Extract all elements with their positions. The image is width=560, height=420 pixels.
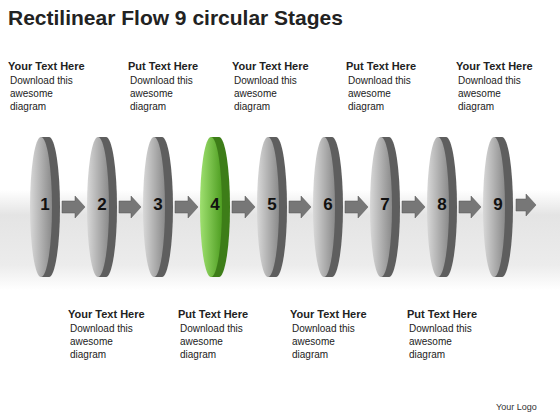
callout-body: Download this awesome diagram bbox=[180, 322, 252, 361]
callout-body: Download this awesome diagram bbox=[458, 74, 530, 113]
stage-disc: 2 bbox=[85, 135, 119, 279]
flow-arrow bbox=[175, 196, 198, 218]
stage-disc: 4 bbox=[198, 135, 232, 279]
stage-disc: 8 bbox=[425, 135, 459, 279]
diagram-title: Rectilinear Flow 9 circular Stages bbox=[8, 6, 343, 30]
callout-body: Download this awesome diagram bbox=[234, 74, 306, 113]
stage-disc: 1 bbox=[28, 135, 62, 279]
callout-heading: Your Text Here bbox=[232, 60, 309, 72]
callout-body: Download this awesome diagram bbox=[348, 74, 420, 113]
callout-heading: Your Text Here bbox=[290, 308, 367, 320]
callout-heading: Put Text Here bbox=[128, 60, 198, 72]
callout-body: Download this awesome diagram bbox=[10, 74, 82, 113]
flow-arrow bbox=[62, 196, 85, 218]
stage-number: 4 bbox=[198, 195, 232, 215]
callout-body: Download this awesome diagram bbox=[70, 322, 142, 361]
flow-arrow bbox=[119, 196, 141, 218]
callout-heading: Your Text Here bbox=[68, 308, 145, 320]
stage-disc: 9 bbox=[481, 135, 515, 279]
callout-body: Download this awesome diagram bbox=[409, 322, 481, 361]
stage-number: 8 bbox=[425, 195, 459, 215]
stage-disc: 3 bbox=[141, 135, 175, 279]
flow-arrow bbox=[402, 196, 425, 218]
stage-disc: 5 bbox=[255, 135, 289, 279]
flow-arrow bbox=[232, 196, 255, 218]
stage-disc: 7 bbox=[368, 135, 402, 279]
callout-body: Download this awesome diagram bbox=[292, 322, 364, 361]
flow-arrow bbox=[289, 196, 311, 218]
callout-heading: Put Text Here bbox=[346, 60, 416, 72]
logo-text: Your Logo bbox=[496, 402, 537, 412]
stage-number: 1 bbox=[28, 195, 62, 215]
stage-number: 3 bbox=[141, 195, 175, 215]
callout-heading: Put Text Here bbox=[407, 308, 477, 320]
stage-number: 5 bbox=[255, 195, 289, 215]
stage-number: 9 bbox=[481, 195, 515, 215]
callout-body: Download this awesome diagram bbox=[130, 74, 202, 113]
exit-arrow bbox=[516, 194, 536, 216]
flow-arrow bbox=[345, 196, 368, 218]
stage-disc: 6 bbox=[311, 135, 345, 279]
callout-heading: Your Text Here bbox=[456, 60, 533, 72]
stage-number: 6 bbox=[311, 195, 345, 215]
stage-number: 7 bbox=[368, 195, 402, 215]
callout-heading: Your Text Here bbox=[8, 60, 85, 72]
stage-number: 2 bbox=[85, 195, 119, 215]
flow-arrow bbox=[459, 196, 481, 218]
callout-heading: Put Text Here bbox=[178, 308, 248, 320]
